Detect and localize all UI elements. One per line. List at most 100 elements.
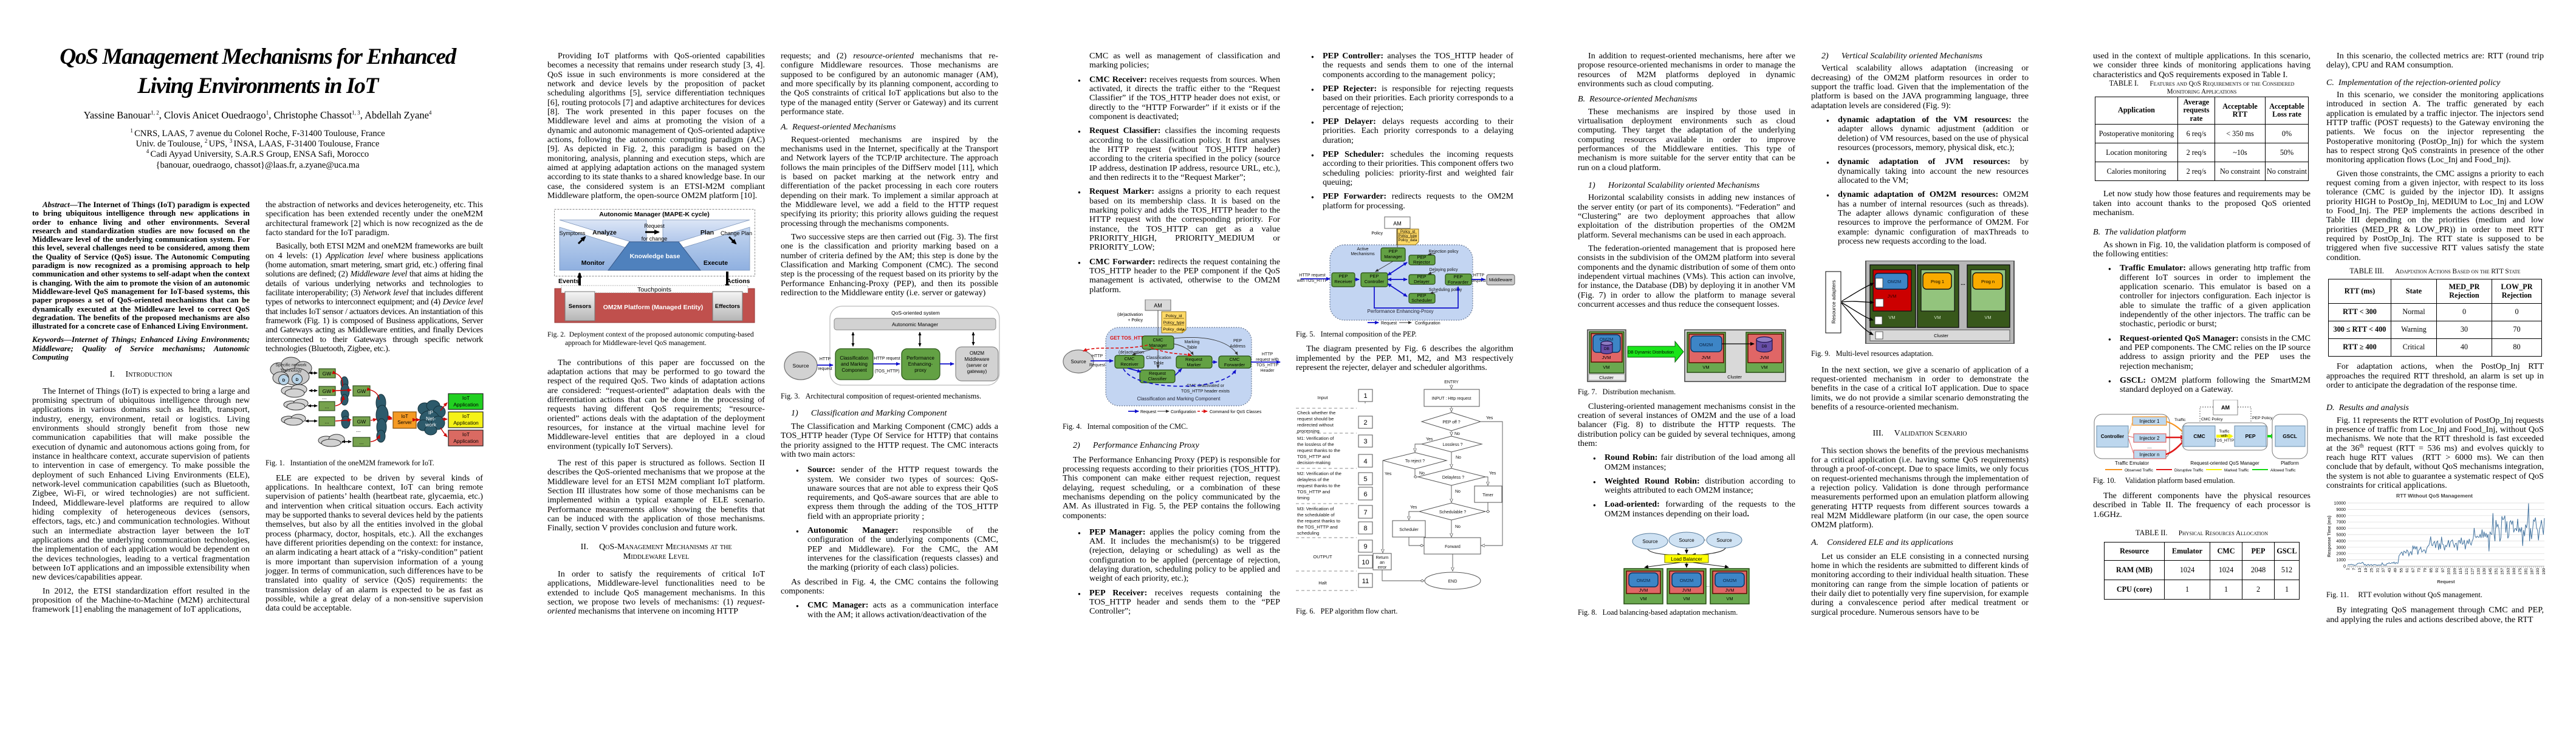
svg-text:Application: Application	[453, 438, 479, 444]
svg-text:Delaying policy: Delaying policy	[1429, 268, 1458, 272]
svg-text:Yes: Yes	[1486, 416, 1493, 420]
svg-text:HTTP: HTTP	[1473, 273, 1485, 278]
svg-text:JVM: JVM	[1888, 293, 1897, 299]
svg-text:Lossless ?: Lossless ?	[1442, 443, 1462, 447]
svg-text:Analyze: Analyze	[592, 229, 617, 236]
svg-text:Rejector: Rejector	[1413, 259, 1430, 265]
svg-text:Delayless ?: Delayless ?	[1442, 476, 1464, 480]
svg-text:Traffic Emulator: Traffic Emulator	[2115, 460, 2149, 466]
svg-text:+ Policy: + Policy	[1128, 318, 1143, 323]
svg-text:Observed Traffic: Observed Traffic	[2125, 468, 2154, 473]
svg-text:JVM: JVM	[1602, 355, 1611, 360]
svg-text:Return: Return	[1375, 556, 1388, 560]
svg-text:PEP: PEP	[1453, 274, 1462, 279]
svg-text:Policy_data: Policy_data	[1163, 327, 1184, 332]
svg-text:ENTRY: ENTRY	[1444, 380, 1459, 385]
svg-text:1000: 1000	[2336, 558, 2346, 563]
svg-text:Controller: Controller	[1365, 279, 1385, 284]
svg-text:43: 43	[2388, 568, 2392, 573]
svg-text:HTTP request: HTTP request	[874, 357, 900, 361]
svg-text:Source: Source	[1679, 538, 1694, 543]
svg-text:...: ...	[322, 394, 327, 400]
svg-text:Input: Input	[1318, 395, 1329, 400]
svg-text:121: 121	[2465, 568, 2469, 575]
svg-text:(de)activation: (de)activation	[1118, 351, 1144, 355]
svg-text:...: ...	[1961, 280, 1965, 286]
svg-text:PEP: PEP	[1417, 255, 1426, 260]
svg-text:with TOS_HTTP: with TOS_HTTP	[1297, 279, 1328, 283]
svg-text:Yes: Yes	[1426, 437, 1433, 442]
svg-text:Yes: Yes	[1410, 505, 1417, 510]
svg-text:IoT: IoT	[462, 413, 470, 419]
svg-text:Request: Request	[2437, 579, 2455, 584]
svg-text:115: 115	[2459, 568, 2463, 575]
svg-text:OM2M: OM2M	[1680, 578, 1694, 583]
svg-text:Effectors: Effectors	[715, 303, 740, 310]
svg-text:processing: processing	[1297, 428, 1320, 434]
svg-text:Request: Request	[644, 223, 665, 229]
svg-text:Prog n: Prog n	[1981, 279, 1995, 284]
svg-text:Yes: Yes	[1489, 471, 1496, 476]
svg-text:Forwarder: Forwarder	[1224, 362, 1245, 368]
svg-text:GSCL: GSCL	[2283, 433, 2297, 439]
svg-text:79: 79	[2424, 568, 2428, 573]
svg-text:PEP: PEP	[1338, 273, 1348, 279]
svg-text:JVM: JVM	[1639, 587, 1648, 593]
svg-text:Marking: Marking	[1185, 340, 1200, 344]
svg-text:VM: VM	[1603, 364, 1609, 370]
svg-text:No: No	[1455, 490, 1461, 494]
svg-text:Scheduler: Scheduler	[1399, 528, 1419, 532]
svg-text:Header: Header	[1261, 369, 1275, 373]
svg-text:IoT: IoT	[462, 395, 470, 401]
svg-text:GW: GW	[357, 388, 366, 394]
svg-text:CMC deactivated or: CMC deactivated or	[1187, 384, 1225, 388]
svg-text:Traffic: Traffic	[2219, 430, 2230, 434]
svg-text:2000: 2000	[2336, 552, 2346, 556]
svg-text:Monitor: Monitor	[581, 259, 605, 267]
svg-text:scheduling: scheduling	[1297, 530, 1319, 536]
svg-text:delayless of the: delayless of the	[1297, 477, 1329, 482]
svg-text:Knowledge base: Knowledge base	[630, 253, 680, 260]
svg-text:...: ...	[356, 427, 361, 433]
svg-text:Configuration: Configuration	[1171, 410, 1196, 414]
svg-text:JVM: JVM	[1682, 587, 1691, 593]
svg-text:D: D	[283, 378, 286, 383]
svg-text:55: 55	[2399, 568, 2403, 573]
svg-text:JVM: JVM	[1725, 587, 1735, 593]
svg-text:Schedulable ?: Schedulable ?	[1439, 510, 1466, 515]
svg-text:VM: VM	[1888, 315, 1895, 320]
svg-text:Manager: Manager	[1149, 343, 1167, 348]
svg-text:Policy_id: Policy_id	[1400, 230, 1415, 234]
svg-text:7: 7	[1363, 509, 1367, 516]
svg-text:199: 199	[2542, 568, 2546, 575]
svg-text:To reject ?: To reject ?	[1405, 459, 1425, 464]
svg-text:AM: AM	[1154, 303, 1162, 309]
svg-text:request should be: request should be	[1297, 416, 1334, 422]
svg-text:Middleware: Middleware	[965, 357, 990, 362]
svg-text:TOS_HTTP and: TOS_HTTP and	[1297, 454, 1330, 459]
svg-text:request with: request with	[1256, 358, 1279, 362]
svg-text:Request: Request	[1149, 371, 1166, 376]
svg-text:Server: Server	[397, 420, 412, 425]
svg-text:Component: Component	[841, 368, 867, 373]
svg-text:Middleware: Middleware	[1489, 277, 1512, 282]
svg-text:139: 139	[2482, 568, 2487, 575]
svg-text:7: 7	[2352, 568, 2356, 570]
svg-text:PEP: PEP	[1417, 274, 1426, 279]
svg-text:1: 1	[2346, 568, 2351, 570]
svg-text:Manager: Manager	[1384, 254, 1402, 259]
svg-text:Classification: Classification	[840, 355, 868, 361]
svg-text:4: 4	[1363, 458, 1367, 465]
svg-text:Marked Traffic: Marked Traffic	[2224, 468, 2249, 473]
svg-text:Request: Request	[1089, 363, 1105, 368]
svg-text:M2: Verification of the: M2: Verification of the	[1297, 471, 1341, 476]
svg-text:151: 151	[2495, 568, 2499, 575]
svg-text:Source: Source	[793, 363, 809, 369]
svg-text:(de)activation: (de)activation	[1117, 313, 1143, 317]
svg-text:103: 103	[2447, 568, 2451, 575]
svg-text:Injector n: Injector n	[2140, 452, 2160, 457]
svg-text:Rejection policy: Rejection policy	[1428, 250, 1459, 254]
svg-text:the TOS_HTTP and: the TOS_HTTP and	[1297, 524, 1338, 530]
svg-text:No: No	[1454, 432, 1460, 436]
svg-text:Policy_type: Policy_type	[1163, 321, 1185, 325]
